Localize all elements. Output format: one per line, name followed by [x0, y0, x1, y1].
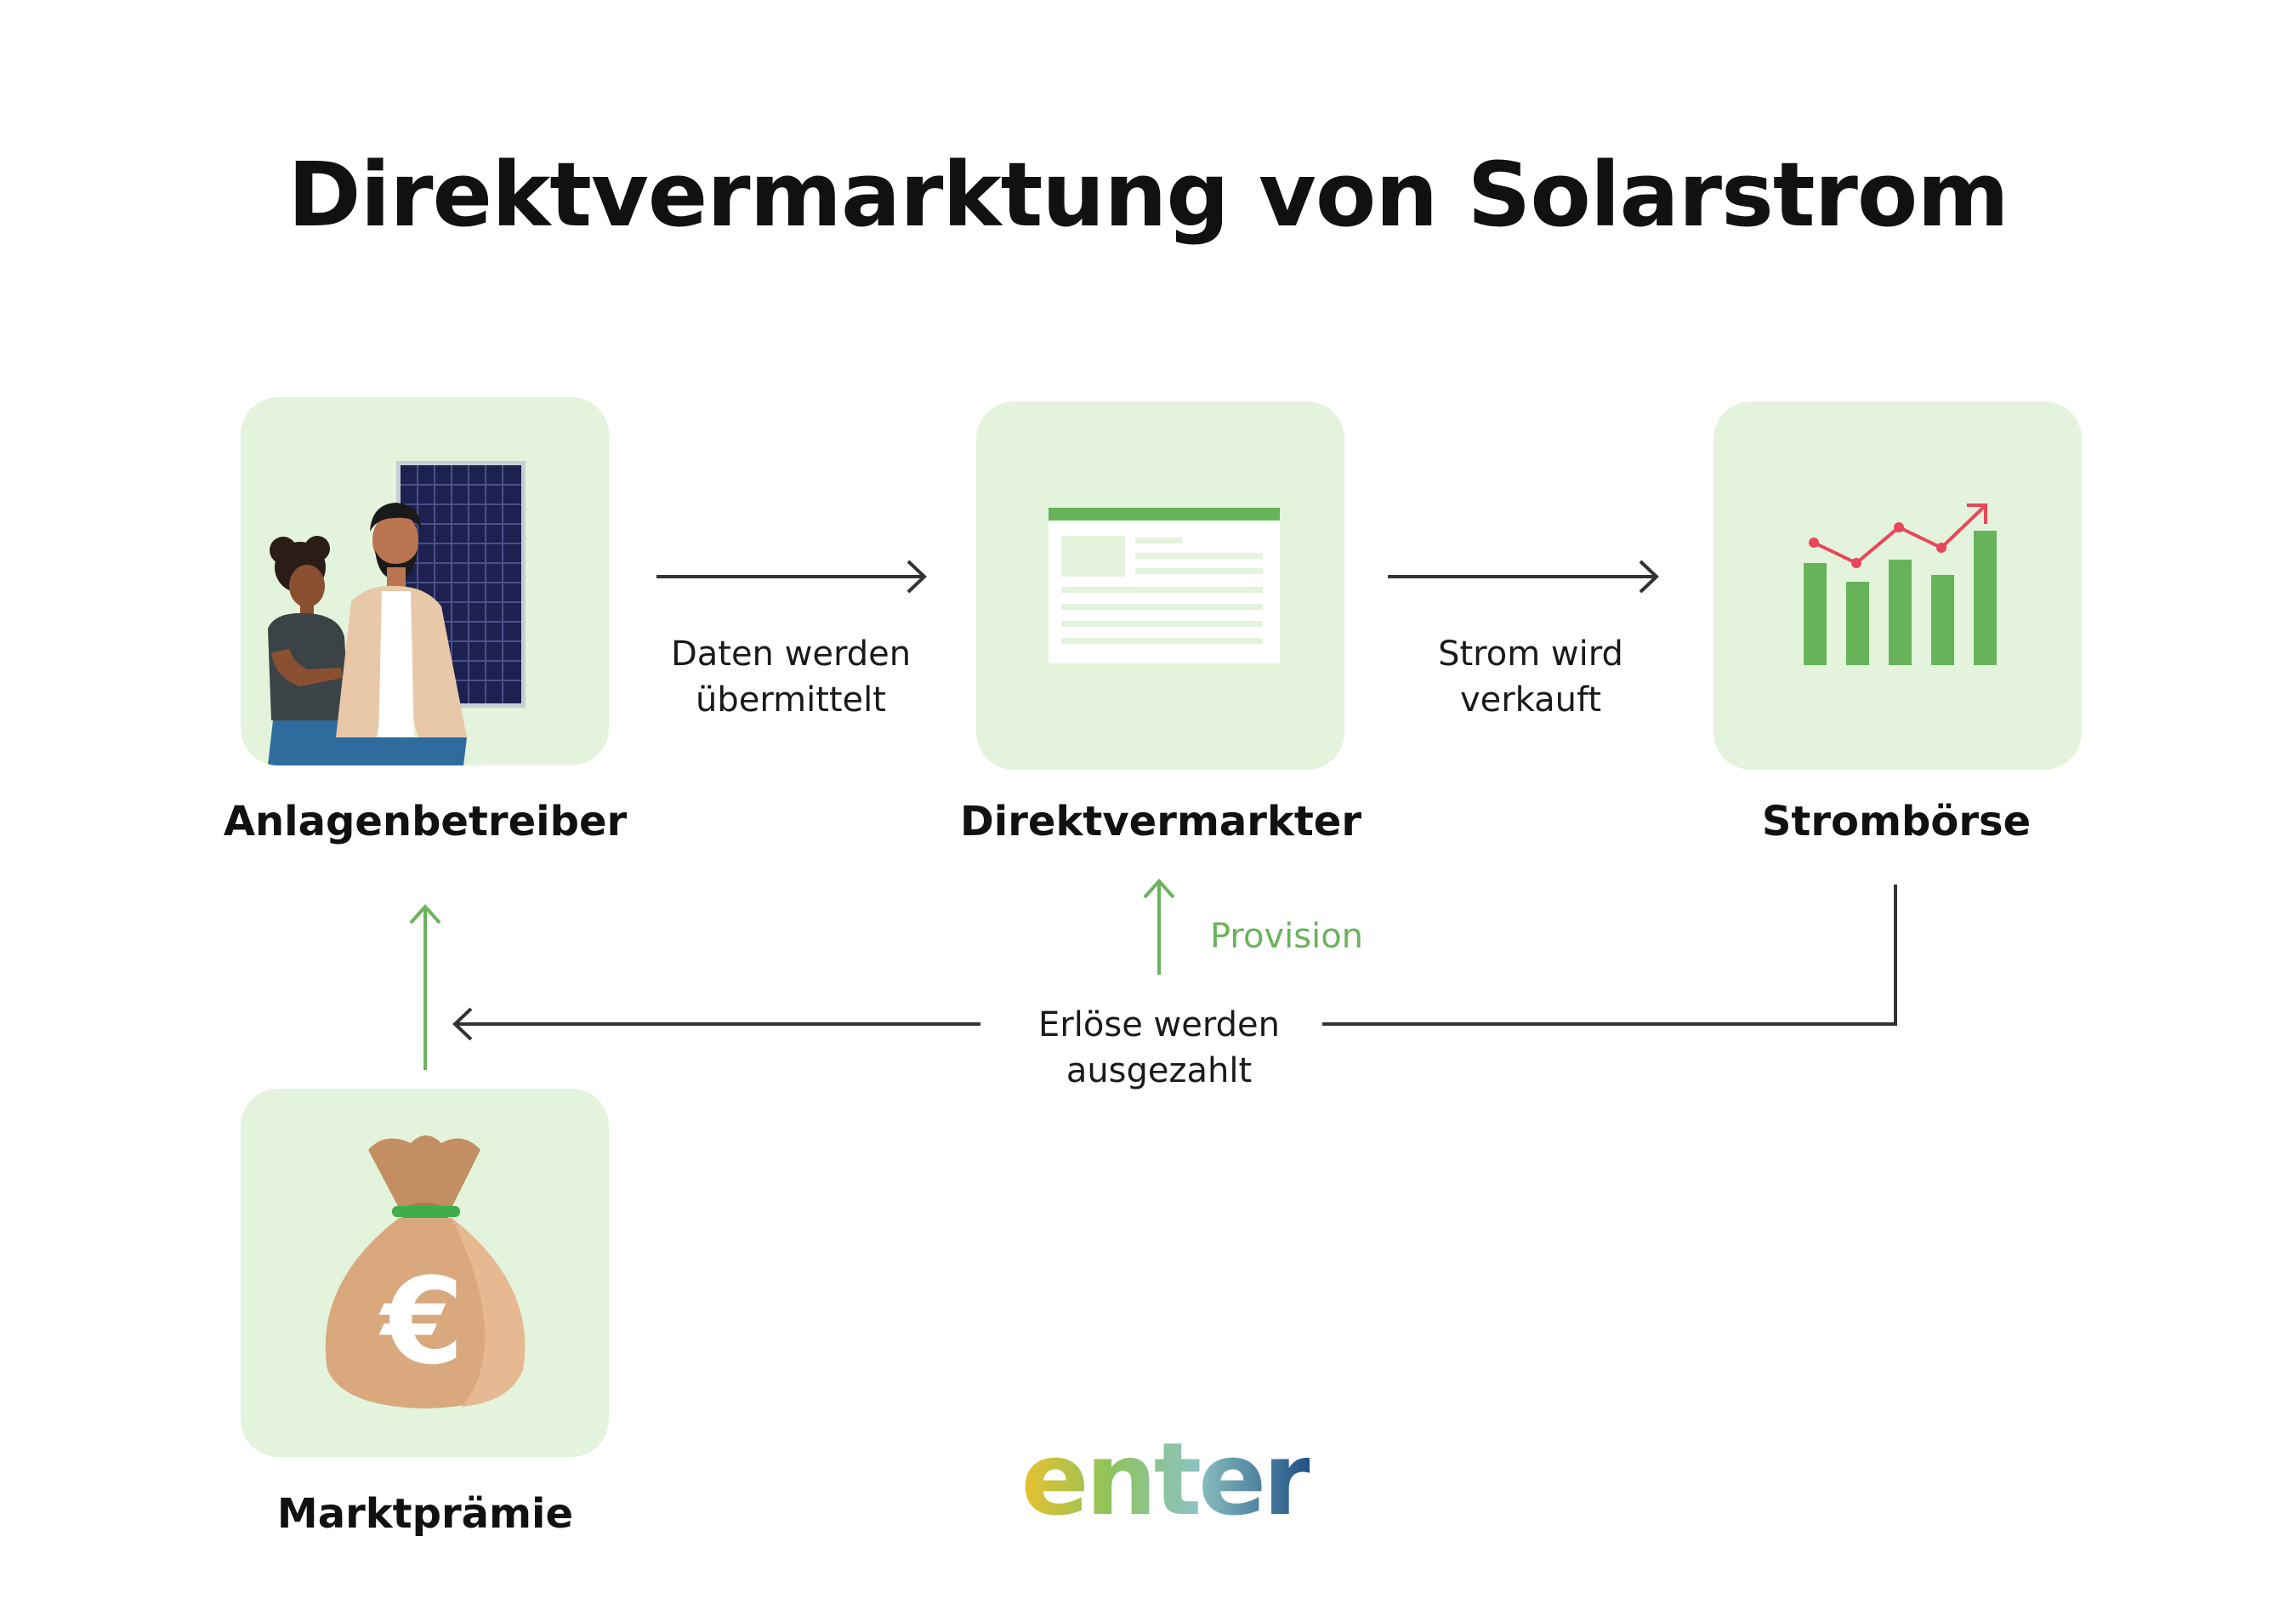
arrow-strom — [1388, 560, 1659, 594]
card-stromboerse — [1713, 401, 2082, 770]
edge-label-erloese: Erlöse werden ausgezahlt — [989, 1002, 1329, 1094]
card-direktvermarkter — [976, 401, 1344, 770]
node-label-marktpraemie: Marktprämie — [276, 1490, 574, 1538]
bar-chart-rising-icon — [1804, 504, 1997, 665]
line-stromboerse-erloese — [1322, 885, 1897, 1026]
arrow-erloese — [452, 1007, 980, 1041]
logo-text: enter — [1021, 1420, 1310, 1538]
couple-with-solar-panel-icon — [268, 461, 526, 765]
node-label-stromboerse: Strombörse — [1761, 798, 2032, 845]
edge-label-erloese-line1: Erlöse werden — [1038, 1005, 1280, 1044]
edge-label-strom-line2: verkauft — [1459, 680, 1602, 720]
edge-label-provision: Provision — [1210, 917, 1364, 956]
arrow-marktpraemie — [409, 904, 441, 1070]
arrow-provision — [1143, 879, 1175, 975]
edge-label-strom: Strom wird verkauft — [1361, 631, 1701, 723]
edge-label-daten: Daten werden übermittelt — [621, 631, 961, 723]
card-anlagenbetreiber — [241, 397, 609, 765]
arrow-daten — [656, 560, 927, 594]
document-window-icon — [1049, 508, 1280, 663]
enter-logo: enter — [1021, 1420, 1310, 1538]
edge-label-daten-line1: Daten werden — [670, 634, 912, 674]
node-label-direktvermarkter: Direktvermarkter — [959, 798, 1362, 845]
svg-text:€: € — [378, 1253, 463, 1391]
card-marktpraemie: € — [241, 1089, 609, 1457]
edge-label-erloese-line2: ausgezahlt — [1066, 1051, 1253, 1090]
page-title: Direktvermarktung von Solarstrom — [287, 143, 2009, 247]
node-label-anlagenbetreiber: Anlagenbetreiber — [223, 798, 628, 845]
edge-label-daten-line2: übermittelt — [696, 680, 886, 720]
euro-money-bag-icon: € — [325, 1135, 526, 1408]
edge-label-strom-line1: Strom wird — [1438, 634, 1623, 674]
